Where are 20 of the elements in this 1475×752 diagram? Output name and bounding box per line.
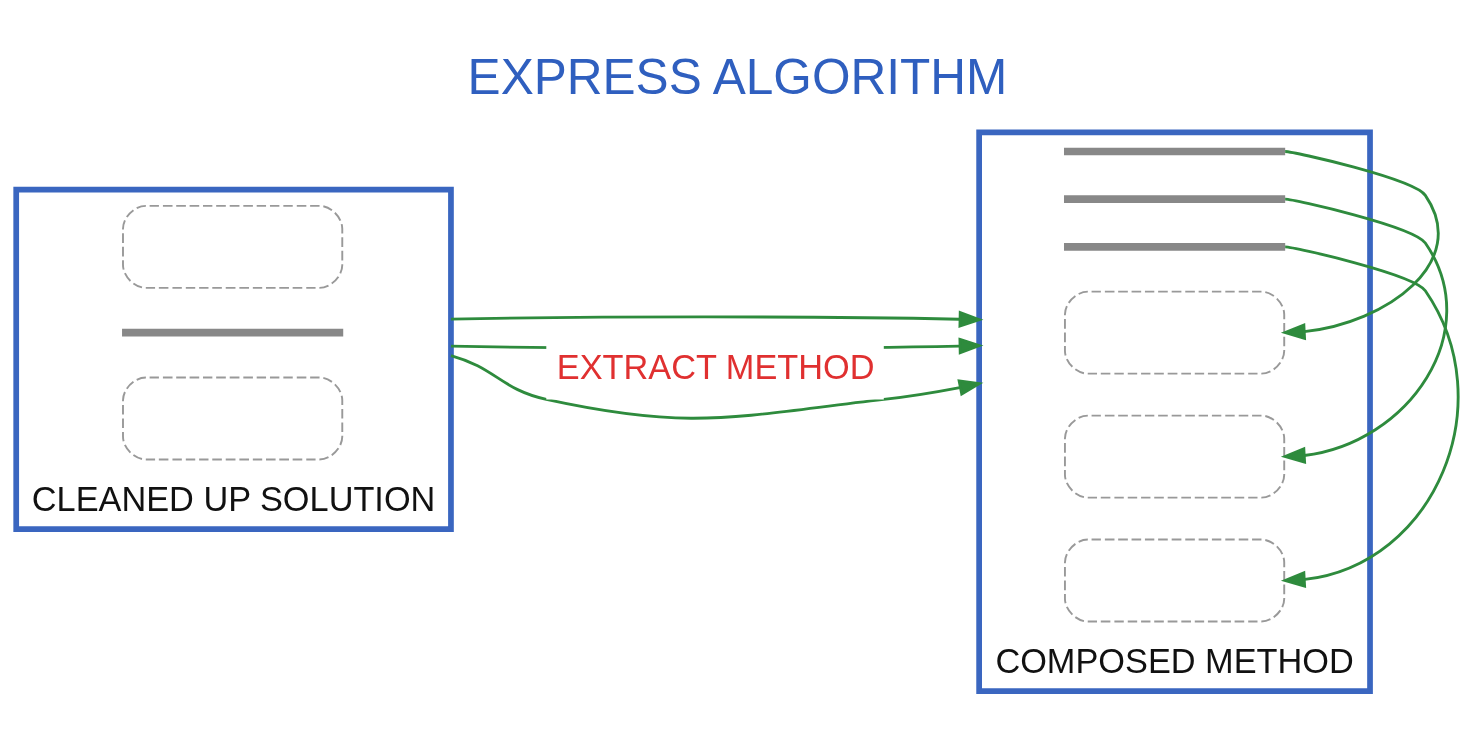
node-bar: [1064, 194, 1286, 203]
arrow: [1280, 197, 1448, 464]
edge-label: EXTRACT METHOD: [556, 347, 875, 386]
node-box: [1064, 538, 1286, 622]
cluster: [976, 129, 1373, 694]
arrow: [1280, 244, 1459, 588]
node-bar: [122, 328, 344, 336]
node-label: COMPOSED METHOD: [995, 641, 1354, 680]
node-bar: [1064, 147, 1286, 155]
cluster: [13, 186, 454, 532]
node-box: [1064, 414, 1286, 499]
node-label: CLEANED UP SOLUTION: [31, 479, 436, 518]
node-box: [1064, 290, 1286, 375]
node-box: [122, 376, 344, 460]
diagram-title: EXPRESS ALGORITHM: [467, 48, 1008, 105]
arrow: [450, 353, 984, 420]
arrow: [1280, 149, 1440, 340]
arrow: [450, 310, 984, 328]
node-bar: [1064, 242, 1286, 251]
node-box: [122, 204, 344, 289]
